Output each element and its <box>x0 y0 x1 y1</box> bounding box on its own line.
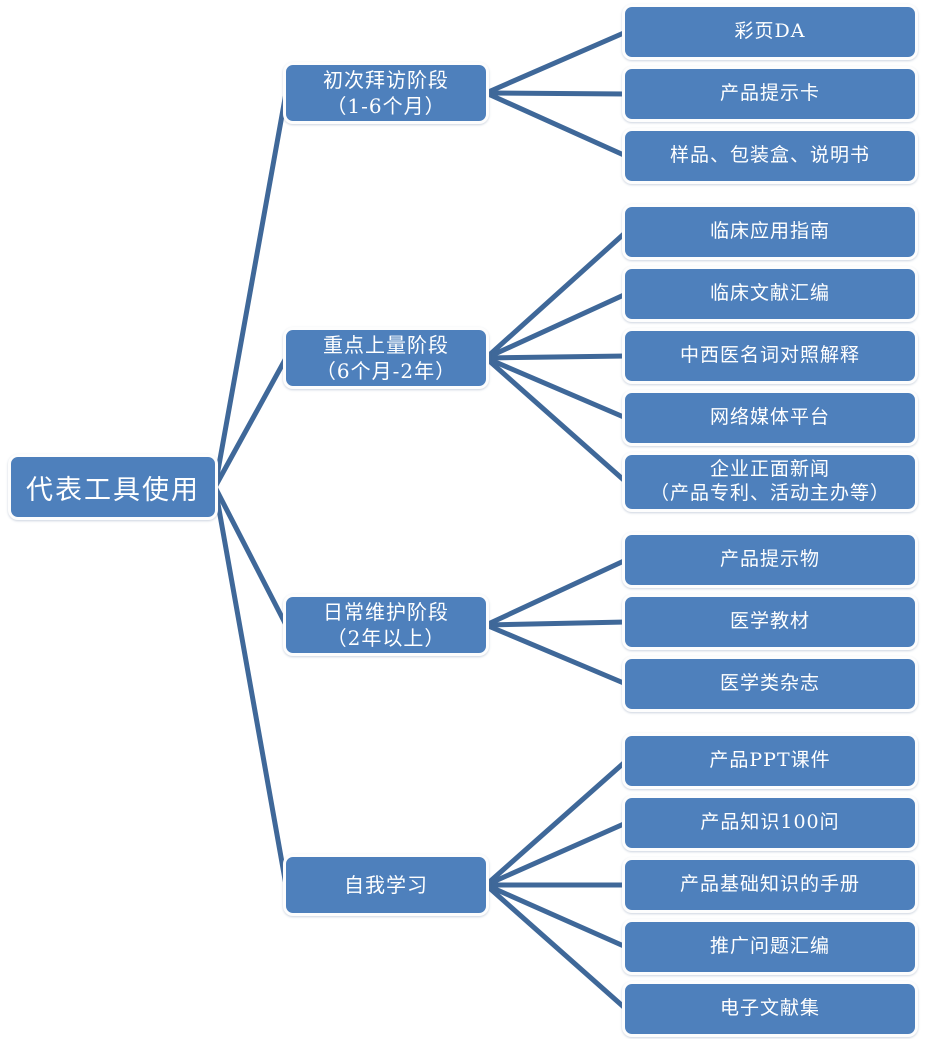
tool-node: 产品提示卡 <box>622 66 918 122</box>
connector-line <box>483 229 629 361</box>
stage-label: 自我学习 <box>344 873 428 897</box>
tool-label: 推广问题汇编 <box>709 935 830 958</box>
connector-line <box>483 353 629 361</box>
tool-label: 样品、包装盒、说明书 <box>669 144 870 167</box>
tool-label: 企业正面新闻 （产品专利、活动主办等） <box>649 458 890 504</box>
stage-node-self-learning: 自我学习 <box>283 854 489 916</box>
connector-line <box>212 484 289 628</box>
stage-node-initial-visit: 初次拜访阶段 （1-6个月） <box>283 62 489 124</box>
tool-label: 临床应用指南 <box>709 220 830 243</box>
tool-label: 产品PPT课件 <box>709 749 831 772</box>
connector-line <box>483 90 629 159</box>
root-node-tool-usage: 代表工具使用 <box>8 454 218 520</box>
connector-line <box>483 882 629 1012</box>
stage-node-key-volume: 重点上量阶段 （6个月-2年） <box>283 327 489 389</box>
tool-node: 企业正面新闻 （产品专利、活动主办等） <box>622 452 918 512</box>
connector-line <box>212 484 289 888</box>
root-node-label: 代表工具使用 <box>26 474 200 506</box>
tool-label: 电子文献集 <box>719 997 820 1020</box>
connector-line <box>483 882 629 950</box>
tool-node: 产品提示物 <box>622 532 918 588</box>
stage-sublabel: （6个月-2年） <box>315 359 457 383</box>
connector-line <box>483 355 629 421</box>
tool-node: 中西医名词对照解释 <box>622 328 918 384</box>
tool-label: 彩页DA <box>734 20 806 43</box>
connector-line <box>483 90 629 97</box>
tool-node: 医学类杂志 <box>622 656 918 712</box>
tool-label: 产品基础知识的手册 <box>679 873 860 896</box>
stage-sublabel: （2年以上） <box>326 626 446 650</box>
connector-line <box>483 557 629 628</box>
stage-node-daily-maintenance: 日常维护阶段 （2年以上） <box>283 594 489 656</box>
stage-label: 重点上量阶段 <box>323 333 449 357</box>
connector-line <box>483 758 629 888</box>
connector-line <box>483 622 629 687</box>
tool-node: 临床文献汇编 <box>622 266 918 322</box>
tool-node: 网络媒体平台 <box>622 390 918 446</box>
tool-node: 彩页DA <box>622 4 918 60</box>
stage-label: 日常维护阶段 <box>323 600 449 624</box>
tool-label: 中西医名词对照解释 <box>679 344 860 367</box>
connector-line <box>212 90 289 490</box>
tool-node: 样品、包装盒、说明书 <box>622 128 918 184</box>
connector-line <box>483 29 629 96</box>
connector-line <box>212 355 289 490</box>
stage-label: 初次拜访阶段 <box>323 68 449 92</box>
tool-label: 临床文献汇编 <box>709 282 830 305</box>
stage-sublabel: （1-6个月） <box>326 94 446 118</box>
connector-line <box>483 820 629 888</box>
tool-label: 产品知识100问 <box>700 811 840 834</box>
tool-label: 网络媒体平台 <box>709 406 830 429</box>
tool-label: 产品提示卡 <box>719 82 820 105</box>
tool-node: 产品PPT课件 <box>622 733 918 789</box>
tool-node: 产品基础知识的手册 <box>622 857 918 913</box>
tool-node: 临床应用指南 <box>622 204 918 260</box>
tool-node: 推广问题汇编 <box>622 919 918 975</box>
tool-label: 医学类杂志 <box>719 672 820 695</box>
tool-node: 医学教材 <box>622 594 918 650</box>
tool-node: 电子文献集 <box>622 981 918 1037</box>
tool-label: 医学教材 <box>729 610 810 633</box>
tool-node: 产品知识100问 <box>622 795 918 851</box>
tool-label: 产品提示物 <box>719 548 820 571</box>
connector-line <box>483 355 629 485</box>
connector-line <box>483 291 629 361</box>
connector-line <box>483 619 629 628</box>
